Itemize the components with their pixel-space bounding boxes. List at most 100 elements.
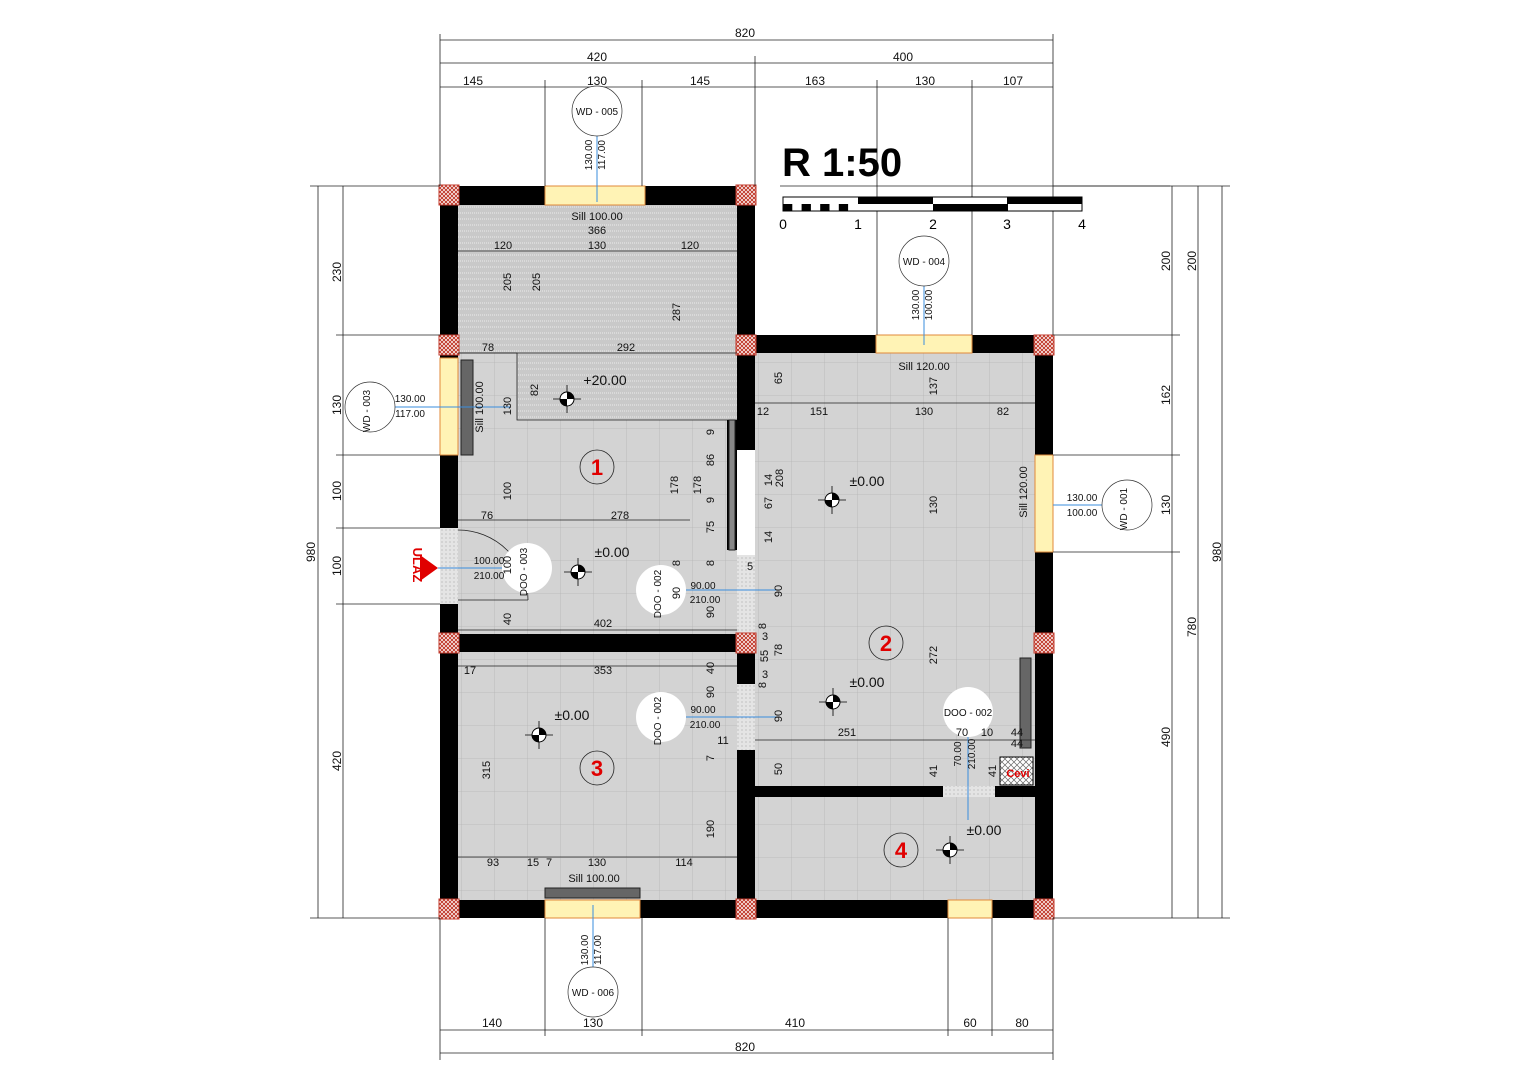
room-circle <box>579 750 615 786</box>
column <box>1033 334 1055 356</box>
dimension-label: 130 <box>502 397 514 415</box>
scale-label: 0 <box>779 216 787 232</box>
room-level: ±0.00 <box>850 473 885 489</box>
dimension-label: 76 <box>481 510 493 522</box>
dimension-left: 130 <box>330 395 344 415</box>
dimension-bottom: 140 <box>482 1016 502 1030</box>
dimension-label: 130 <box>915 406 933 418</box>
dimension-label: 70 <box>956 727 968 739</box>
raised-level: +20.00 <box>583 372 626 388</box>
column <box>1033 898 1055 920</box>
dimension-label: 90 <box>671 587 683 599</box>
dimension-label: 151 <box>810 406 828 418</box>
dimension-label: 41 <box>928 765 940 777</box>
dimension-label: 86 <box>705 454 717 466</box>
dimension-label: 205 <box>531 273 543 291</box>
dimension-label: 78 <box>482 342 494 354</box>
dimension-label: Sill 100.00 <box>571 211 622 223</box>
dimension-right: 490 <box>1159 727 1173 747</box>
entrance-arrow-icon <box>420 555 438 581</box>
dimension-label: 10 <box>981 727 993 739</box>
dimension-label: 9 <box>705 497 717 503</box>
column <box>735 898 757 920</box>
door-tag[interactable] <box>943 687 993 737</box>
level-markers <box>525 385 964 868</box>
dimension-label: 120 <box>494 240 512 252</box>
element-tags[interactable] <box>344 85 1153 1018</box>
door-tag[interactable] <box>636 692 686 742</box>
window-tag[interactable] <box>1101 479 1153 531</box>
dimension-label: 287 <box>671 303 683 321</box>
door-tag[interactable] <box>502 543 552 593</box>
scale-label: 3 <box>1003 216 1011 232</box>
scale-segment <box>1007 197 1082 204</box>
dimension-right: 980 <box>1210 542 1224 562</box>
dimension-label: 130 <box>588 240 606 252</box>
level-marker-icon <box>564 558 592 586</box>
dimension-label: 8 <box>757 682 769 688</box>
window-tag[interactable] <box>567 966 619 1018</box>
dimension-label: 100 <box>502 482 514 500</box>
dimension-label: 7 <box>546 857 552 869</box>
scale-segment <box>838 204 849 211</box>
window-sill: 117.00 <box>395 409 425 420</box>
dimension-top: 145 <box>463 74 483 88</box>
dimension-label: 17 <box>464 665 476 677</box>
window-height: 130.00 <box>1067 493 1098 504</box>
dimension-label: 90 <box>773 585 785 597</box>
dimension-label: 100 <box>502 556 514 574</box>
column <box>735 334 757 356</box>
room-number: 3 <box>591 756 603 781</box>
dimension-label: 55 <box>759 650 771 662</box>
scale-segment <box>858 197 933 204</box>
dimension-top: 420 <box>587 50 607 64</box>
dimension-label: 93 <box>487 857 499 869</box>
window-height: 130.00 <box>584 139 595 170</box>
window-height: 130.00 <box>911 289 922 320</box>
window-tag[interactable] <box>898 235 950 287</box>
window-sill: 100.00 <box>1067 508 1098 519</box>
dimension-label: 8 <box>671 560 683 566</box>
dimension-right: 780 <box>1185 617 1199 637</box>
scale-segment <box>933 204 1008 211</box>
column <box>1033 632 1055 654</box>
dimension-label: 292 <box>617 342 635 354</box>
door-tag-id: DOO - 003 <box>519 547 530 596</box>
dimension-label: 78 <box>773 644 785 656</box>
level-marker-icon <box>936 836 964 864</box>
dimension-label: 130 <box>928 496 940 514</box>
dimension-label: 205 <box>502 273 514 291</box>
dimension-label: 82 <box>997 406 1009 418</box>
column <box>438 632 460 654</box>
dimension-label: 15 <box>527 857 539 869</box>
window-tag[interactable] <box>344 381 396 433</box>
dimension-right: 130 <box>1159 495 1173 515</box>
dimension-label: 278 <box>611 510 629 522</box>
dimension-label: Sill 100.00 <box>568 873 619 885</box>
dimension-label: 272 <box>928 646 940 664</box>
dimension-label: 3 <box>762 631 768 643</box>
door-tag[interactable] <box>636 565 686 615</box>
dimension-label: Sill 120.00 <box>898 361 949 373</box>
dimension-label: 14 <box>763 531 775 543</box>
dimension-label: Sill 120.00 <box>1018 466 1030 517</box>
window-tag[interactable] <box>571 85 623 137</box>
floor-finishes <box>458 205 1035 900</box>
dimension-label: 9 <box>705 429 717 435</box>
dimension-label: 353 <box>594 665 612 677</box>
dimension-left: 100 <box>330 556 344 576</box>
room-number: 1 <box>591 455 603 480</box>
dimension-label: 5 <box>747 561 753 573</box>
room-circle <box>868 625 904 661</box>
scale-segment <box>801 204 811 211</box>
dimension-left: 100 <box>330 481 344 501</box>
door-width: 90.00 <box>690 705 715 716</box>
dimension-bottom: 60 <box>963 1016 977 1030</box>
dimension-top: 163 <box>805 74 825 88</box>
scale-segment <box>820 204 830 211</box>
dimension-label: 44 <box>1011 738 1023 750</box>
dimension-label: 120 <box>681 240 699 252</box>
room-number: 4 <box>895 838 908 863</box>
window-tag-id: WD - 005 <box>576 107 619 118</box>
